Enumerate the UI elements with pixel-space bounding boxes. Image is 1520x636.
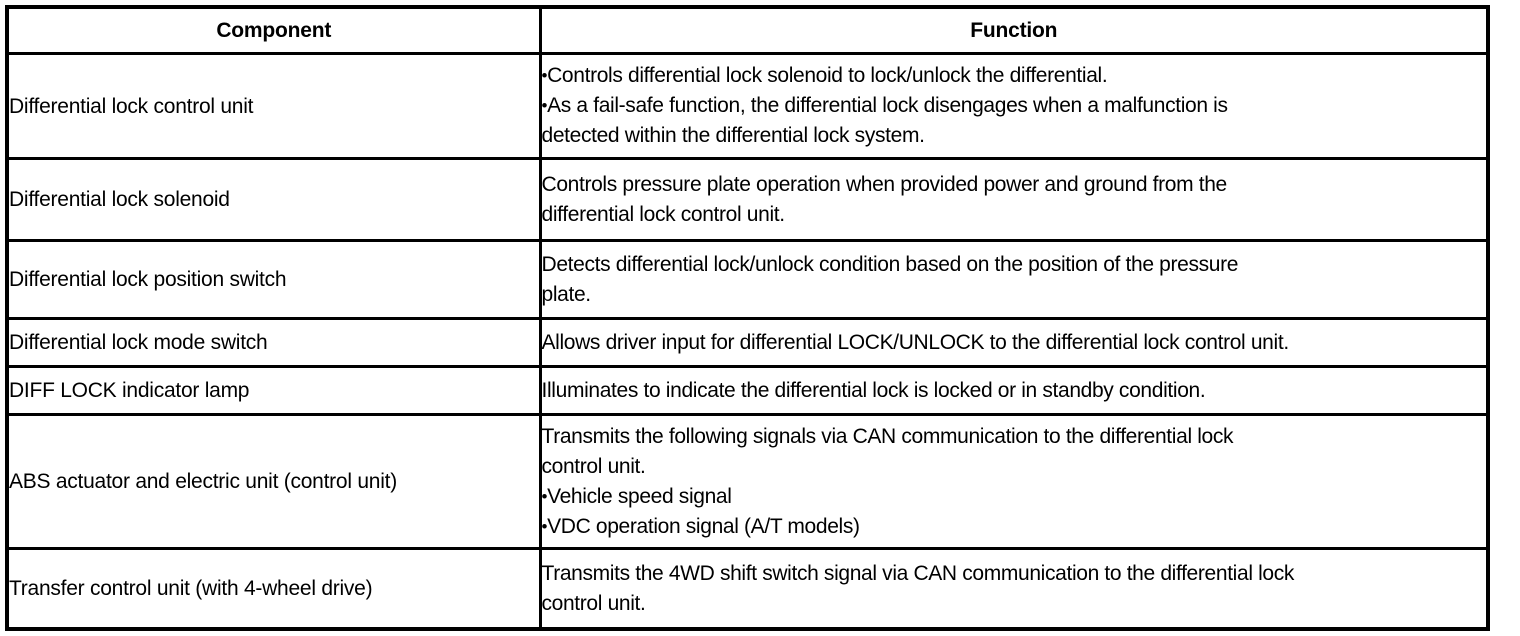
table-row: ABS actuator and electric unit (control …	[5, 413, 1490, 550]
cell-component: Differential lock mode switch	[5, 317, 542, 368]
function-line: Allows driver input for differential LOC…	[541, 330, 1290, 354]
component-name: Transfer control unit (with 4-wheel driv…	[9, 577, 373, 600]
cell-function: Controls pressure plate operation when p…	[538, 157, 1490, 242]
component-name: Differential lock control unit	[9, 94, 254, 118]
component-name: Differential lock position switch	[9, 268, 287, 291]
table-body: Differential lock control unit Controls …	[5, 52, 1490, 631]
component-name: ABS actuator and electric unit (control …	[9, 470, 397, 493]
cell-component: Differential lock control unit	[5, 52, 542, 160]
table-row: DIFF LOCK indicator lamp Illuminates to …	[5, 365, 1490, 416]
cell-component: ABS actuator and electric unit (control …	[5, 413, 542, 550]
cell-function: Detects differential lock/unlock conditi…	[538, 239, 1490, 320]
function-line: differential lock control unit.	[541, 202, 786, 226]
cell-component: Transfer control unit (with 4-wheel driv…	[5, 547, 542, 631]
cell-component: Differential lock solenoid	[5, 157, 542, 242]
table-row: Differential lock control unit Controls …	[5, 52, 1490, 160]
cell-component: DIFF LOCK indicator lamp	[5, 365, 542, 416]
function-line: Detects differential lock/unlock conditi…	[541, 252, 1239, 276]
cell-function: Transmits the 4WD shift switch signal vi…	[538, 547, 1490, 631]
cell-function: Transmits the following signals via CAN …	[538, 413, 1490, 550]
function-line: control unit.	[541, 454, 646, 478]
table-header: Component Function	[5, 5, 1490, 55]
function-line: control unit.	[541, 591, 646, 615]
function-line: Controls differential lock solenoid to l…	[542, 61, 1487, 91]
function-line: As a fail-safe function, the differentia…	[542, 91, 1487, 121]
component-name: Differential lock solenoid	[9, 188, 230, 211]
component-function-table: Component Function Differential lock con…	[5, 5, 1490, 631]
cell-function: Allows driver input for differential LOC…	[538, 317, 1490, 368]
function-line: detected within the differential lock sy…	[541, 124, 925, 147]
column-header-function: Function	[538, 5, 1490, 55]
component-name: DIFF LOCK indicator lamp	[9, 379, 250, 402]
table-row: Differential lock mode switch Allows dri…	[5, 317, 1490, 368]
component-function-table-container: Component Function Differential lock con…	[5, 5, 1490, 631]
function-line: plate.	[541, 282, 592, 306]
cell-component: Differential lock position switch	[5, 239, 542, 320]
column-header-function-label: Function	[970, 19, 1058, 42]
component-name: Differential lock mode switch	[9, 331, 268, 354]
function-line: Illuminates to indicate the differential…	[541, 378, 1206, 402]
table-row: Transfer control unit (with 4-wheel driv…	[5, 547, 1490, 631]
function-line: Vehicle speed signal	[542, 482, 1487, 512]
function-line: Transmits the following signals via CAN …	[541, 424, 1234, 448]
table-row: Differential lock solenoid Controls pres…	[5, 157, 1490, 242]
cell-function: Controls differential lock solenoid to l…	[538, 52, 1490, 160]
column-header-component-label: Component	[216, 19, 332, 42]
function-line: Transmits the 4WD shift switch signal vi…	[541, 561, 1295, 585]
function-line: Controls pressure plate operation when p…	[541, 172, 1228, 196]
cell-function: Illuminates to indicate the differential…	[538, 365, 1490, 416]
column-header-component: Component	[5, 5, 542, 55]
table-row: Differential lock position switch Detect…	[5, 239, 1490, 320]
function-line: VDC operation signal (A/T models)	[542, 512, 1487, 542]
table-header-row: Component Function	[5, 5, 1490, 55]
